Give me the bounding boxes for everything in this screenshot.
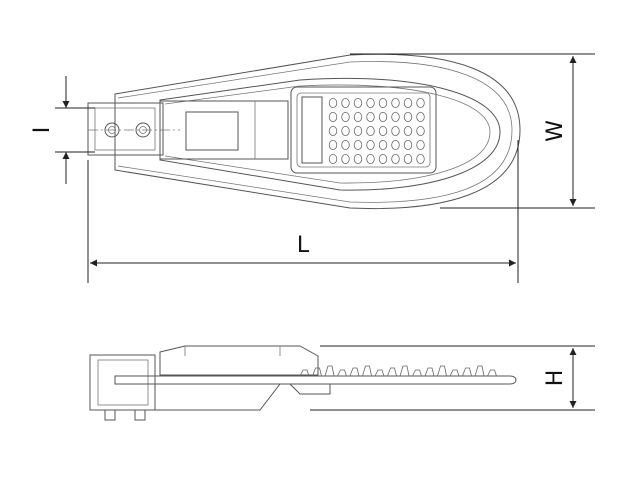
mount-bracket [87,102,164,156]
led-chip [403,112,413,123]
led-chip [341,153,350,164]
heat-sink-fin [312,367,322,377]
led-chip [353,153,363,164]
heat-sink-fin [349,367,360,377]
heat-sink-fin [324,365,335,377]
side-view [89,345,517,421]
heat-sink-fin [449,369,460,377]
lens-rim [159,77,501,191]
dim-label-w: W [543,120,568,142]
led-chip [403,98,413,109]
heat-sink-fin [387,367,397,377]
side-view-dimensions: H [310,345,595,411]
led-chip [416,139,425,150]
heat-sink-fin [412,369,422,377]
led-chip [391,98,400,109]
side-mount-foot-right [134,409,146,421]
led-chip [416,112,425,123]
dim-label-i: I [30,127,55,134]
led-chip [391,112,400,123]
led-chip [353,139,363,150]
led-chip [341,139,350,150]
led-chip [416,98,425,109]
driver-box [159,100,289,160]
led-chip [391,126,400,137]
heat-sink-fin [462,367,472,377]
led-chip [341,126,350,137]
led-array [328,98,425,164]
housing-outline [114,53,521,209]
led-chip [403,153,413,164]
led-module [290,86,437,174]
led-module-connector [301,96,323,164]
side-lens [288,383,331,395]
mount-bracket-inner [94,107,156,151]
led-chip [328,98,338,109]
top-view [87,53,521,209]
led-chip [353,112,363,123]
led-chip [341,112,350,123]
side-mount-foot-left [104,409,116,421]
heat-sink-fin [337,369,347,377]
led-chip [378,98,388,109]
led-module-inner [296,92,431,168]
driver-cover [185,111,239,151]
led-chip [416,153,425,164]
heat-sink-fin [362,365,372,377]
led-chip [366,139,375,150]
led-chip [378,153,388,164]
side-underside [154,383,282,411]
dim-label-h: H [543,370,568,387]
top-view-dimensions: I W L [30,53,595,283]
dim-label-l: L [297,233,310,258]
led-chip [403,139,413,150]
led-chip [353,126,363,137]
heat-sink-fin [437,365,447,377]
side-mount-clamp-inner [97,359,149,406]
led-chip [328,139,338,150]
heat-sink-fins [299,365,497,377]
led-chip [341,98,350,109]
led-chip [328,153,338,164]
led-chip [378,139,388,150]
led-chip [391,153,400,164]
side-main-body [114,375,517,385]
heat-sink-fin [399,365,410,377]
led-chip [416,126,425,137]
led-chip [353,98,363,109]
side-mount-clamp [89,354,156,411]
heat-sink-fin [374,369,385,377]
side-top-cover [159,345,319,376]
led-chip [391,139,400,150]
led-chip [328,112,338,123]
led-chip [366,112,375,123]
led-chip [366,153,375,164]
led-chip [328,126,338,137]
led-chip [403,126,413,137]
heat-sink-fin [474,365,485,377]
heat-sink-fin [487,369,497,377]
housing-inner-line [117,61,513,203]
lens-rim-inner [164,84,491,184]
heat-sink-fin [299,369,310,377]
led-chip [366,126,375,137]
led-chip [378,126,388,137]
heat-sink-fin [424,367,435,377]
led-chip [378,112,388,123]
led-chip [366,98,375,109]
